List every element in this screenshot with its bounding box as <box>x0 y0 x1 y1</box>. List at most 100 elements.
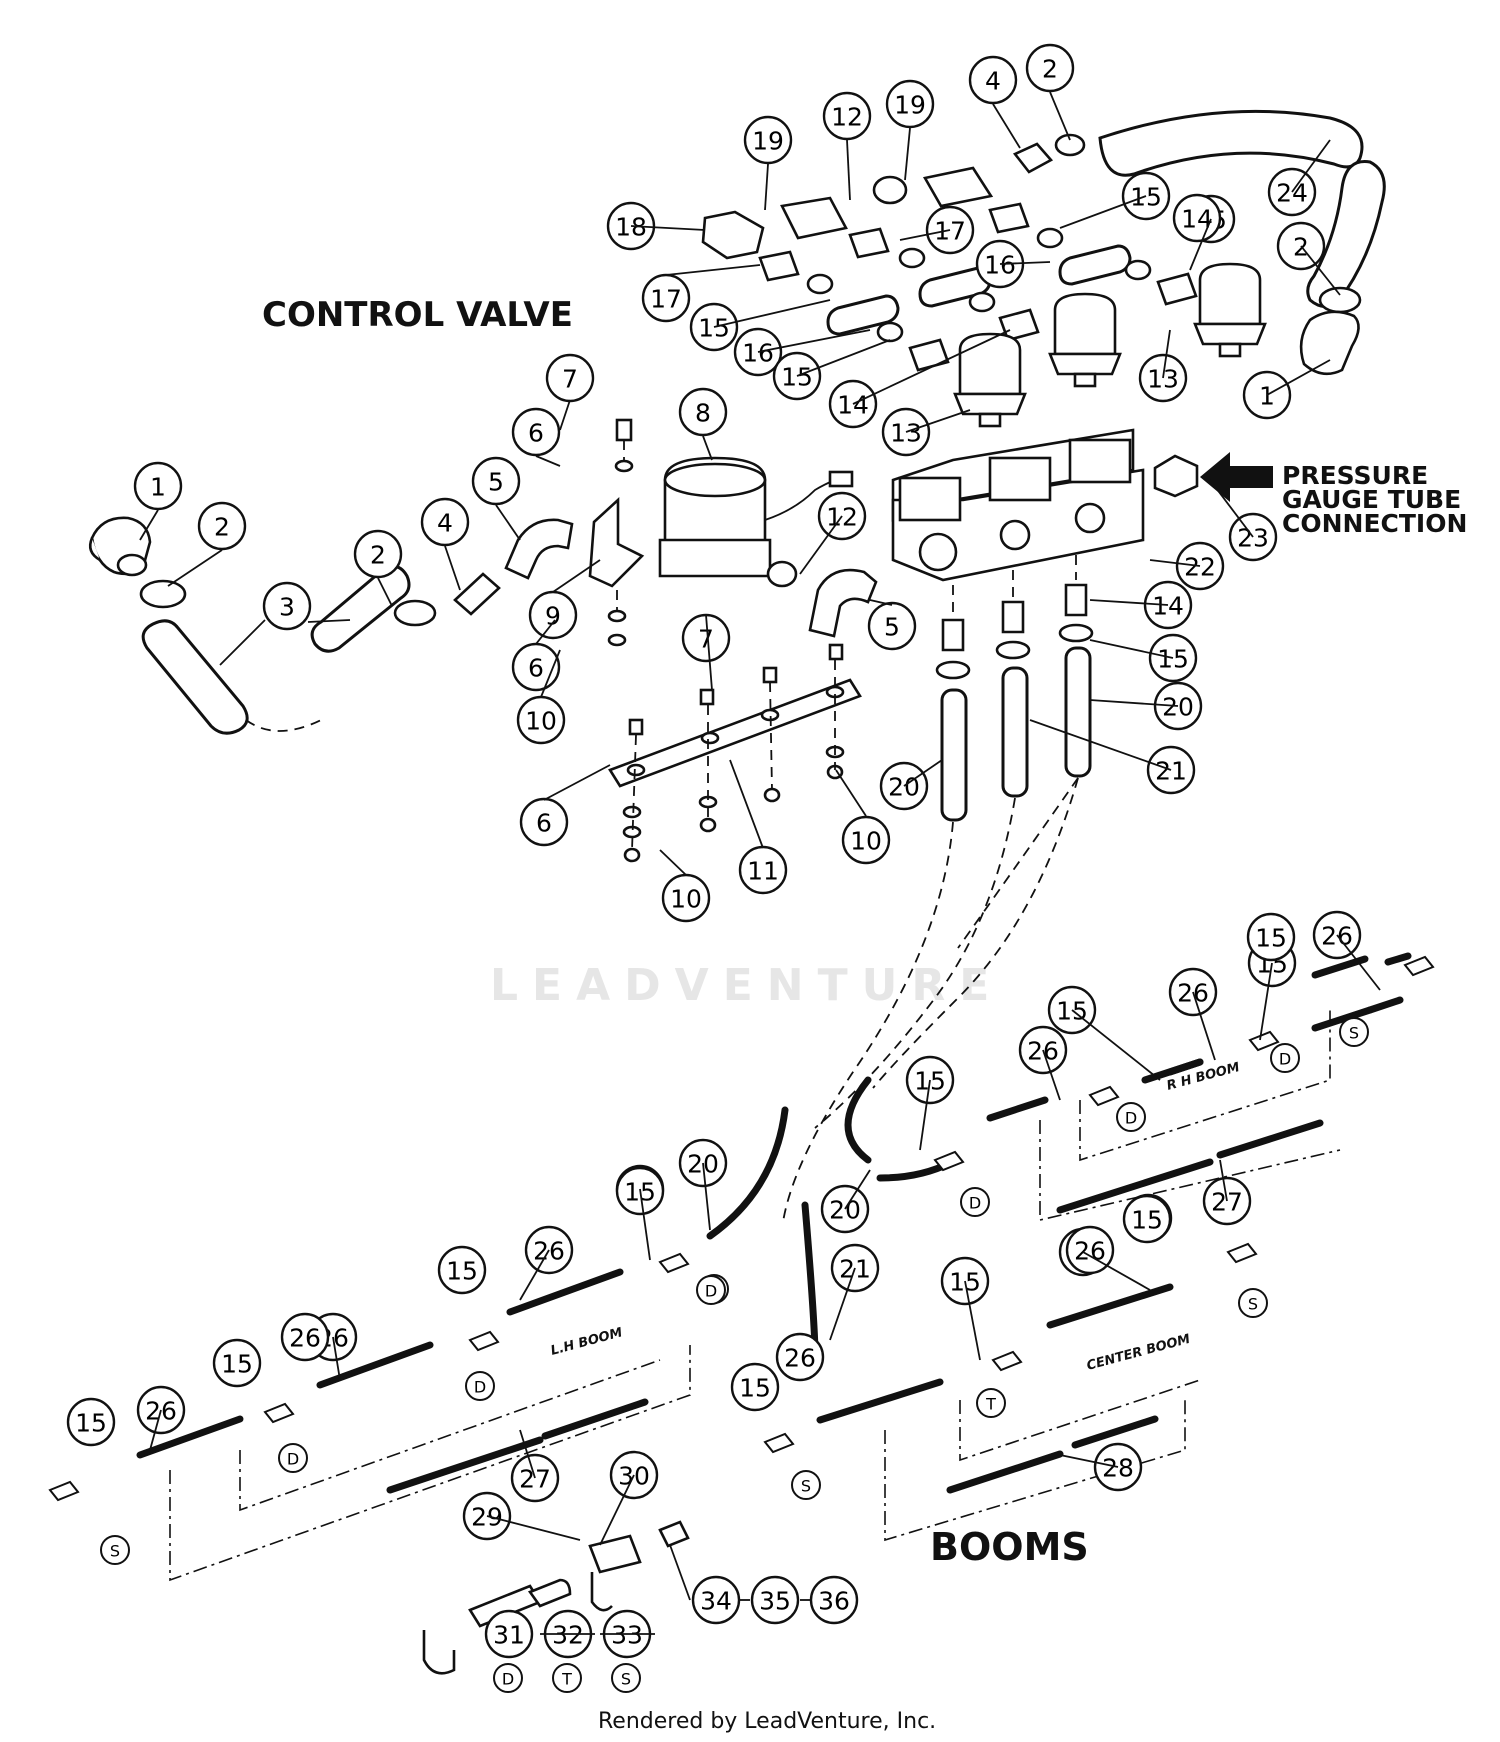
leader-line <box>1189 218 1212 271</box>
clamp-part <box>935 660 971 680</box>
leader-line <box>149 1409 162 1451</box>
leader-line <box>1209 479 1254 538</box>
leader-line <box>729 759 764 849</box>
leader-line <box>1042 1049 1061 1101</box>
nipple-part <box>848 227 890 259</box>
callout-number: 10 <box>525 707 557 736</box>
lh-boom-label: L.H BOOM <box>549 1325 624 1359</box>
clip-part <box>590 1572 613 1612</box>
leader-line <box>559 399 571 431</box>
leader-line <box>1059 195 1147 229</box>
hose-routing <box>782 777 1079 1223</box>
callout-11: 11 <box>738 845 788 895</box>
leader-line <box>846 139 851 201</box>
callout-number: 4 <box>437 509 453 538</box>
callout-number: 16 <box>742 339 774 368</box>
callout-number: 2 <box>214 513 230 542</box>
nipple-part <box>1001 600 1025 634</box>
callout-circle <box>437 1245 487 1295</box>
nipple-part <box>1156 272 1198 306</box>
callout-number: 15 <box>221 1350 253 1379</box>
callout-33: 33 <box>602 1609 652 1659</box>
letter-text: S <box>801 1477 811 1496</box>
callout-10: 10 <box>841 815 891 865</box>
letter-circle <box>791 1470 821 1500</box>
nipple-part <box>908 338 950 372</box>
callout-number: 7 <box>698 625 714 654</box>
callout-circle <box>750 1575 800 1625</box>
callout-number: 27 <box>519 1465 551 1494</box>
letter-circle <box>278 1443 308 1473</box>
watermark: LEADVENTURE <box>490 960 1003 1011</box>
callout-number: 23 <box>1237 524 1269 553</box>
letter-text: T <box>561 1670 572 1689</box>
leader-line <box>992 103 1021 149</box>
letter-text: S <box>110 1542 120 1561</box>
callout-27: 27 <box>510 1453 560 1503</box>
nipple-part <box>1064 583 1088 617</box>
callout-number: 16 <box>984 251 1016 280</box>
callout-2: 2 <box>353 529 403 579</box>
callout-15: 15 <box>212 1338 262 1388</box>
gauge-fitting-part <box>1153 454 1199 498</box>
letter-circle <box>1339 1017 1369 1047</box>
letter-text: S <box>1248 1295 1258 1314</box>
callout-27: 27 <box>1202 1176 1252 1226</box>
callout-number: 14 <box>837 391 869 420</box>
leader-line <box>1149 559 1201 567</box>
callout-number: 15 <box>75 1409 107 1438</box>
letter-callout-D: D <box>278 1443 308 1473</box>
leader-line <box>1071 1009 1161 1081</box>
letter-callout-D: D <box>1116 1102 1146 1132</box>
letter-text: D <box>969 1194 981 1213</box>
callout-number: 15 <box>698 314 730 343</box>
fitting-part <box>1012 142 1054 174</box>
letter-callout-T: T <box>976 1388 1006 1418</box>
callout-15: 15 <box>437 1245 487 1295</box>
callout-number: 1 <box>150 473 166 502</box>
callout-number: 17 <box>934 217 966 246</box>
leader-line <box>764 163 769 211</box>
letter-circle <box>493 1663 523 1693</box>
tee-part <box>922 166 994 208</box>
fasteners <box>607 418 634 647</box>
letter-text: D <box>705 1282 717 1301</box>
pressure-arrow <box>1200 452 1273 502</box>
hose-part <box>1064 646 1092 778</box>
fitting-part <box>453 572 501 616</box>
leader-line <box>713 299 831 328</box>
letter-text: D <box>474 1378 486 1397</box>
callout-6: 6 <box>511 642 561 692</box>
letter-callout-D: D <box>1270 1043 1300 1073</box>
center-boom-label: CENTER BOOM <box>1085 1332 1192 1374</box>
callout-36: 36 <box>809 1575 859 1625</box>
callout-12: 12 <box>822 91 872 141</box>
hose-part <box>940 688 968 822</box>
callout-26: 26 <box>524 1225 574 1275</box>
leader-line <box>1192 991 1216 1061</box>
callout-19: 19 <box>743 115 793 165</box>
clip-part <box>422 1630 456 1675</box>
leader-line <box>1059 1454 1119 1468</box>
leader-line <box>903 759 943 787</box>
callout-number: 17 <box>650 285 682 314</box>
letter-text: D <box>287 1450 299 1469</box>
leader-line <box>869 599 893 606</box>
callout-number: 29 <box>471 1503 503 1532</box>
hose-part <box>310 564 411 653</box>
callout-15: 15 <box>730 1362 780 1412</box>
callout-5: 5 <box>867 601 917 651</box>
callout-number: 20 <box>888 773 920 802</box>
leader-line <box>665 264 761 276</box>
letter-circle <box>465 1371 495 1401</box>
leader-line <box>1089 639 1174 659</box>
callout-17: 17 <box>641 273 691 323</box>
leader-line <box>796 339 891 377</box>
leader-line <box>852 329 1011 405</box>
clamp-part <box>968 291 996 313</box>
pressure-label-line-3: CONNECTION <box>1282 509 1467 538</box>
leader-line <box>495 504 521 541</box>
callout-10: 10 <box>661 873 711 923</box>
nozzle-body-part <box>527 1578 572 1608</box>
